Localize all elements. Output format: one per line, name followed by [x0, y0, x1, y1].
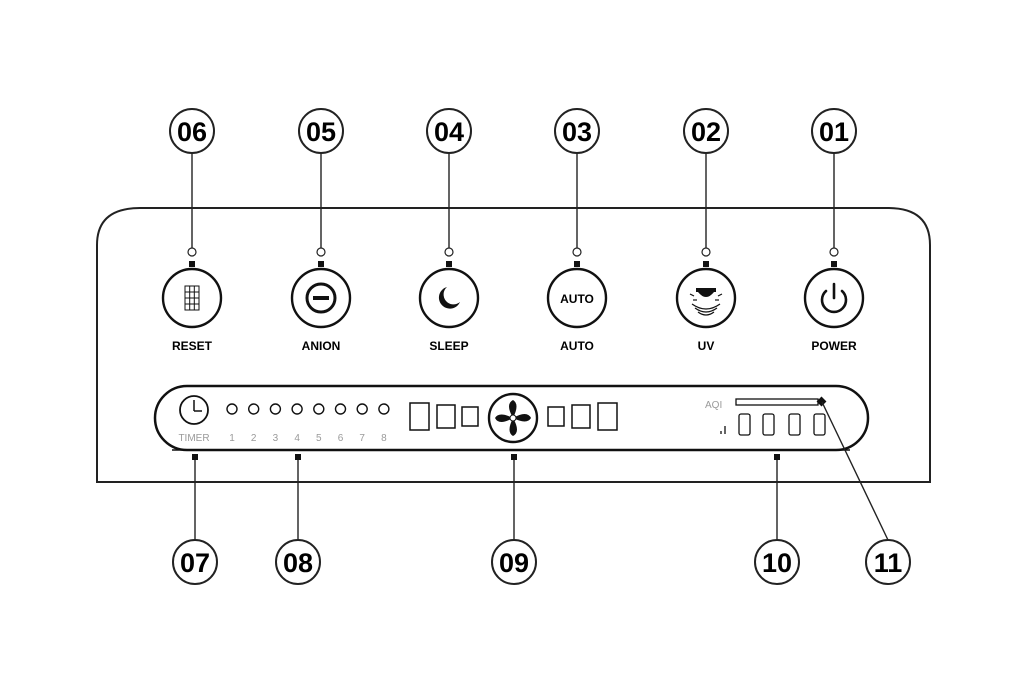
uv-button[interactable]: UV [675, 267, 737, 353]
timer-hour-label: 8 [381, 433, 387, 444]
callout-08-number: 08 [283, 548, 313, 578]
sleep-button[interactable]: SLEEP [418, 267, 480, 353]
fan-speed-bar [461, 406, 479, 427]
timer-hour-label: 5 [316, 433, 322, 444]
timer-label: TIMER [178, 433, 209, 444]
callout-02-number: 02 [691, 117, 721, 147]
timer-hour-label: 1 [229, 433, 235, 444]
timer-hour-led [291, 403, 303, 415]
indicator-leds [187, 247, 839, 267]
anion-minus-icon [305, 282, 337, 314]
timer-hour-led [334, 403, 347, 415]
reset-indicator-led [187, 247, 197, 267]
callout-04-number: 04 [434, 117, 464, 147]
timer-hour-label: 7 [359, 433, 365, 444]
callout-03-number: 03 [562, 117, 592, 147]
fan-speed-bars-left [409, 402, 479, 431]
power-label: POWER [811, 339, 857, 353]
timer-hour-led [313, 403, 325, 415]
callout-11-number: 11 [874, 548, 903, 578]
callout-06: 06 [169, 108, 215, 154]
top-leader-lines [191, 153, 835, 248]
callout-10-number: 10 [762, 548, 792, 578]
callout-07-number: 07 [180, 548, 210, 578]
callout-05-number: 05 [306, 117, 336, 147]
aqi-indicator-bar [735, 398, 819, 406]
sleep-indicator-led [444, 247, 454, 267]
filter-grid-icon [184, 285, 200, 311]
callout-07: 07 [172, 539, 218, 585]
callout-09: 09 [491, 539, 537, 585]
anion-label: ANION [302, 339, 341, 353]
fan-speed-bar [571, 404, 591, 429]
uv-lamp-icon [689, 288, 723, 316]
reset-button[interactable]: RESET [161, 267, 223, 353]
auto-indicator-led [572, 247, 582, 267]
callout-03: 03 [554, 108, 600, 154]
fan-speed-bar [547, 406, 565, 427]
callout-10: 10 [754, 539, 800, 585]
aqi-level-bar [813, 413, 826, 436]
device-body-outline [96, 207, 931, 483]
timer-hour-led [269, 403, 282, 415]
aqi-level-bar [762, 413, 775, 436]
fan-speed-bar [597, 402, 618, 431]
anion-indicator-led [316, 247, 326, 267]
callout-05: 05 [298, 108, 344, 154]
timer-hour-label: 6 [338, 433, 344, 444]
fan-speed-bar [436, 404, 456, 429]
timer-hour-label: 3 [273, 433, 279, 444]
timer-hour-led [247, 403, 260, 415]
reset-label: RESET [172, 339, 213, 353]
callout-04: 04 [426, 108, 472, 154]
timer-hour-label: 2 [251, 433, 257, 444]
timer-hour-led [356, 403, 368, 415]
callout-09-number: 09 [499, 548, 529, 578]
callout-08: 08 [275, 539, 321, 585]
aqi-level-icon [720, 426, 726, 434]
bottom-leader-lines [192, 396, 889, 541]
uv-indicator-led [701, 247, 711, 267]
timer-hour-led [226, 403, 238, 415]
uv-label: UV [698, 339, 715, 353]
moon-icon [438, 287, 460, 309]
auto-label: AUTO [560, 339, 594, 353]
auto-icon: AUTO [560, 292, 594, 306]
callout-11: 11 [865, 539, 911, 585]
auto-button[interactable]: AUTO AUTO [546, 267, 608, 353]
power-button[interactable]: POWER [803, 267, 865, 353]
timer-hour-label: 4 [294, 433, 300, 444]
timer-hour-indicators: 1 2 3 4 5 6 7 8 [226, 403, 390, 444]
fan-speed-bars-right [547, 402, 618, 431]
sleep-label: SLEEP [429, 339, 468, 353]
callout-01: 01 [811, 108, 857, 154]
fan-speed-bar [409, 402, 430, 431]
power-icon [820, 282, 848, 314]
aqi-level-bar [738, 413, 751, 436]
timer-hour-led [378, 403, 390, 415]
anion-button[interactable]: ANION [290, 267, 352, 353]
power-indicator-led [829, 247, 839, 267]
callout-02: 02 [683, 108, 729, 154]
aqi-level-bar [788, 413, 801, 436]
aqi-label: AQI [705, 400, 722, 411]
callout-06-number: 06 [177, 117, 207, 147]
fan-icon [487, 392, 539, 444]
aqi-level-bars [738, 413, 826, 436]
clock-icon [179, 395, 209, 425]
callout-01-number: 01 [819, 117, 849, 147]
